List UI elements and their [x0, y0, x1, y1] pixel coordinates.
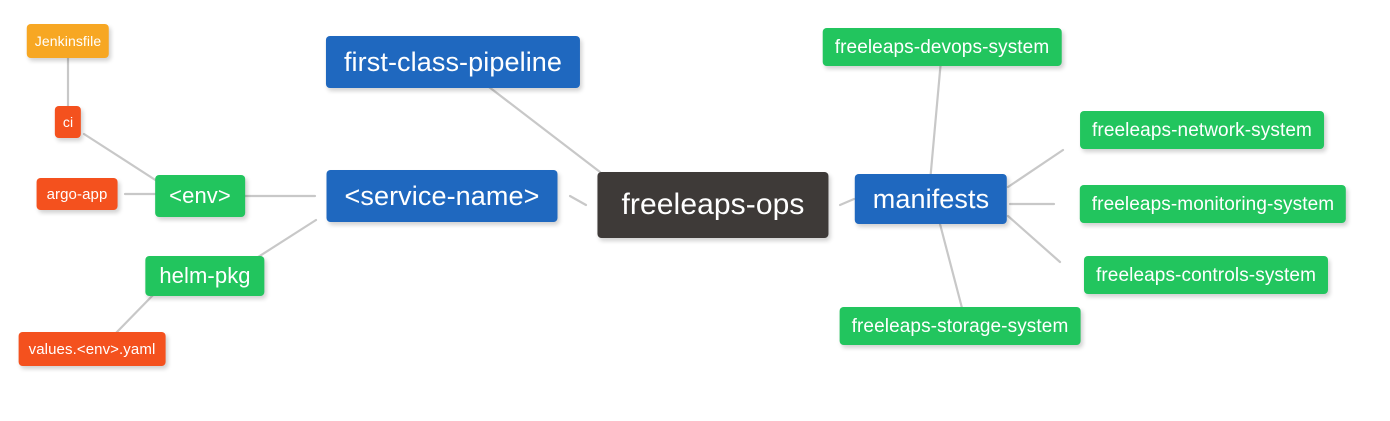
- edge-service-name-helm-pkg: [253, 218, 318, 261]
- node-helm-pkg[interactable]: helm-pkg: [145, 256, 265, 296]
- node-service-name[interactable]: <service-name>: [326, 170, 558, 222]
- edge-root-service-name: [568, 194, 588, 207]
- edge-manifests-network-system: [1006, 148, 1065, 189]
- node-jenkinsfile-label: Jenkinsfile: [34, 33, 102, 49]
- node-env-label: <env>: [169, 183, 231, 208]
- node-values-yaml-label: values.<env>.yaml: [28, 340, 156, 358]
- node-service-name-label: <service-name>: [344, 180, 540, 211]
- node-freeleaps-network-system-label: freeleaps-network-system: [1092, 119, 1312, 141]
- node-ci-label: ci: [62, 114, 74, 130]
- edge-helm-pkg-values-yaml: [114, 290, 158, 335]
- node-argo-app-label: argo-app: [46, 185, 108, 203]
- node-freeleaps-monitoring-system-label: freeleaps-monitoring-system: [1091, 193, 1335, 215]
- node-first-class-pipeline[interactable]: first-class-pipeline: [325, 36, 581, 88]
- edge-manifests-storage-system: [938, 222, 964, 310]
- node-root-freeleaps-ops[interactable]: freeleaps-ops: [597, 172, 829, 238]
- node-jenkinsfile[interactable]: Jenkinsfile: [26, 24, 110, 58]
- node-env[interactable]: <env>: [155, 175, 245, 217]
- edge-manifests-devops-system: [928, 58, 943, 184]
- node-helm-pkg-label: helm-pkg: [159, 263, 251, 288]
- edge-service-name-first-class-pipeline: [487, 85, 602, 174]
- node-manifests-label: manifests: [872, 183, 990, 214]
- node-freeleaps-monitoring-system[interactable]: freeleaps-monitoring-system: [1079, 185, 1347, 223]
- node-first-class-pipeline-label: first-class-pipeline: [343, 46, 563, 77]
- node-freeleaps-storage-system[interactable]: freeleaps-storage-system: [839, 307, 1081, 345]
- node-freeleaps-devops-system[interactable]: freeleaps-devops-system: [822, 28, 1062, 66]
- node-root-label: freeleaps-ops: [621, 188, 805, 221]
- edge-env-ci: [82, 132, 162, 185]
- node-freeleaps-devops-system-label: freeleaps-devops-system: [834, 36, 1050, 58]
- edge-root-manifests: [838, 197, 856, 207]
- node-freeleaps-controls-system[interactable]: freeleaps-controls-system: [1083, 256, 1329, 294]
- node-values-yaml[interactable]: values.<env>.yaml: [18, 332, 166, 366]
- node-freeleaps-network-system[interactable]: freeleaps-network-system: [1080, 111, 1324, 149]
- node-manifests[interactable]: manifests: [854, 174, 1008, 224]
- node-ci[interactable]: ci: [54, 106, 82, 138]
- node-freeleaps-storage-system-label: freeleaps-storage-system: [851, 315, 1069, 337]
- node-freeleaps-controls-system-label: freeleaps-controls-system: [1095, 264, 1317, 286]
- node-argo-app[interactable]: argo-app: [36, 178, 118, 210]
- edge-manifests-controls-system: [1006, 214, 1062, 264]
